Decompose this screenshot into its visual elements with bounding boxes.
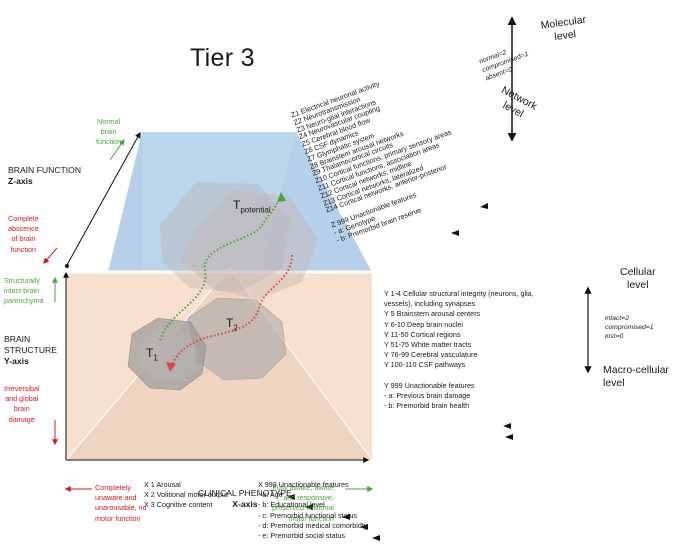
x-item: X 2 Volitional motor output	[144, 490, 228, 500]
t1-label: T1	[146, 346, 158, 363]
y-item: Y 51-75 White matter tracts	[384, 340, 472, 350]
z-axis-title: BRAIN FUNCTION Z-axis	[8, 165, 82, 186]
y-item: Y 76-99 Cerebral vasculature	[384, 350, 478, 360]
x-unactionable-item: - a: Age	[258, 490, 283, 500]
x-unactionable-item: - b: Educational level	[258, 500, 325, 510]
y-items-list: Y 1-4 Cellular structural integrity (neu…	[384, 289, 534, 411]
y-item: Y 6-10 Deep brain nuclei	[384, 319, 463, 329]
x-unactionable-item: - c: Premorbid functional status	[258, 510, 358, 520]
y-item: - a: Previous brain damage	[384, 391, 471, 401]
t2-region	[187, 297, 287, 381]
t-potential-label: Tpotential	[233, 198, 271, 215]
list-bullets	[287, 203, 513, 541]
red-arrowhead	[166, 362, 176, 372]
t2-label: T2	[226, 316, 238, 333]
z-axis-line	[66, 131, 141, 266]
x-unactionable-list: X 999 Unactionable features - a: Age- b:…	[258, 480, 368, 541]
t-potential-region	[180, 190, 318, 300]
y-axis-title: BRAIN STRUCTURE Y-axis	[4, 334, 57, 366]
y-item: - b: Premorbid brain health	[384, 401, 470, 411]
green-arrowhead	[277, 192, 286, 202]
x-item: X 1 Arousal	[144, 480, 181, 489]
x-unactionable-item: - d: Premorbid medical comorbidty	[258, 520, 368, 530]
y-item: Y 100-110 CSF pathways	[384, 360, 466, 370]
y-item: vessels), including synapses	[384, 299, 476, 309]
green-trajectory	[159, 195, 282, 341]
x-unactionable-item: - e: Premorbid social status	[258, 531, 346, 541]
red-trajectory	[171, 254, 293, 367]
y-item: Y 11-50 Cortical regions	[384, 329, 461, 339]
y-axis-name-rest: STRUCTURE	[4, 345, 57, 355]
x-axis-title: CLINICAL PHENOTYPE X-axis	[198, 488, 292, 509]
y-item: Y 1-4 Cellular structural integrity (neu…	[384, 289, 534, 298]
page-title: Tier 3	[190, 44, 255, 72]
y-item: Y 5 Brainstem arousal centers	[384, 309, 481, 319]
y-item	[384, 371, 534, 381]
brain-function-zone	[108, 132, 372, 272]
y-item: Y 999 Unactionable features	[384, 380, 475, 390]
x-item: X 3 Cognitive content	[144, 500, 213, 510]
